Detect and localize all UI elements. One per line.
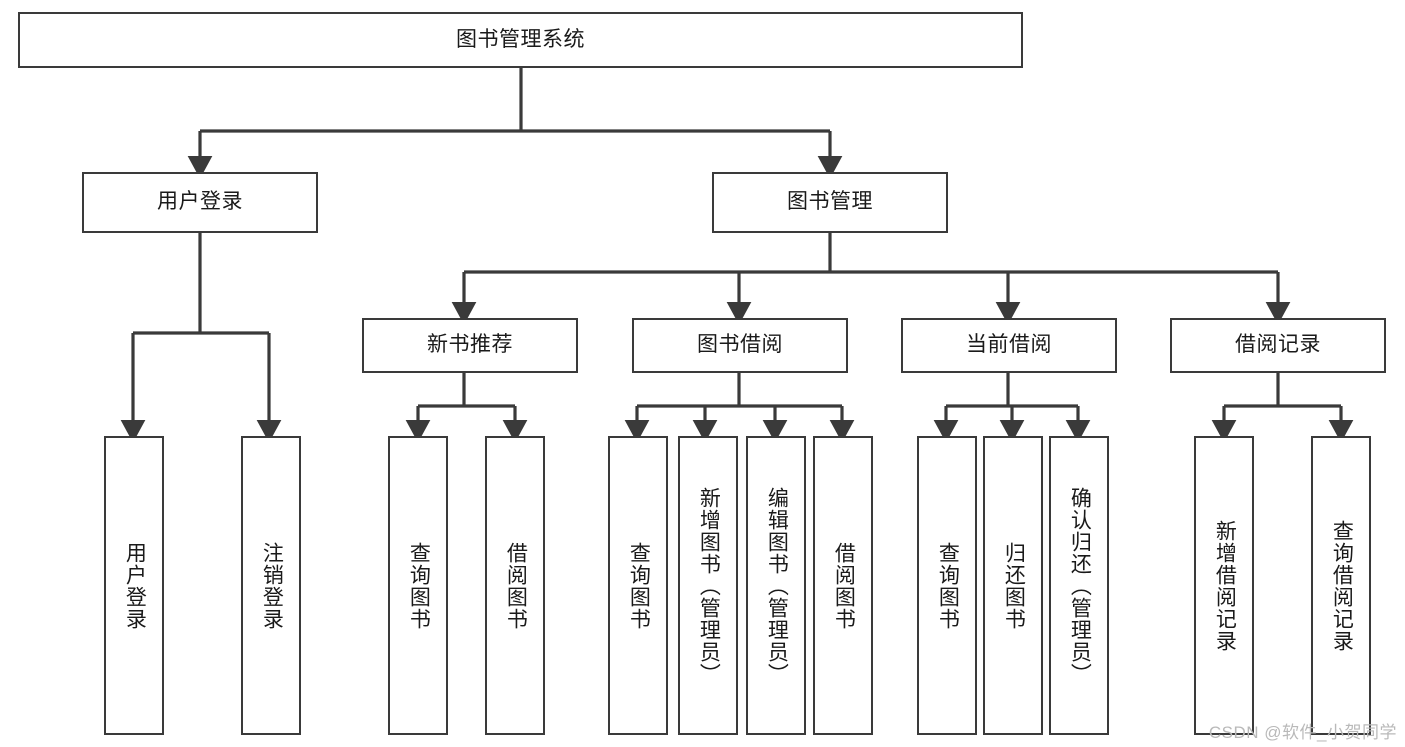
node-root-book-management-system[interactable]: 图书管理系统 [18,12,1023,68]
node-label: 借阅记录 [1235,333,1321,357]
node-label: 新增借阅记录 [1213,519,1237,652]
node-book-manage[interactable]: 图书管理 [712,172,948,233]
node-label: 图书管理 [787,190,873,214]
node-label: 借阅图书 [832,541,856,630]
node-label: 图书借阅 [697,333,783,357]
node-label: 归还图书 [1002,541,1026,630]
node-label: 注销登录 [260,541,284,630]
leaf-return-book[interactable]: 归还图书 [983,436,1043,735]
node-borrow-record[interactable]: 借阅记录 [1170,318,1386,373]
leaf-query-book-current[interactable]: 查询图书 [917,436,977,735]
node-label: 新书推荐 [427,333,513,357]
node-label: 借阅图书 [504,541,528,630]
leaf-edit-book-admin[interactable]: 编辑图书（管理员） [746,436,806,735]
node-label: 用户登录 [123,541,147,630]
leaf-confirm-return-admin[interactable]: 确认归还（管理员） [1049,436,1109,735]
node-label: 新增图书（管理员） [697,486,721,685]
node-label: 查询图书 [627,541,651,630]
csdn-watermark: CSDN @软件_小贺同学 [1208,723,1397,742]
leaf-query-borrow-record[interactable]: 查询借阅记录 [1311,436,1371,735]
leaf-borrow-book-recommend[interactable]: 借阅图书 [485,436,545,735]
node-new-book-recommend[interactable]: 新书推荐 [362,318,578,373]
node-label: 查询借阅记录 [1330,519,1354,652]
leaf-add-book-admin[interactable]: 新增图书（管理员） [678,436,738,735]
node-label: 用户登录 [157,190,243,214]
leaf-user-login[interactable]: 用户登录 [104,436,164,735]
node-label: 图书管理系统 [456,27,585,51]
node-book-borrow[interactable]: 图书借阅 [632,318,848,373]
leaf-user-logout[interactable]: 注销登录 [241,436,301,735]
node-user-login[interactable]: 用户登录 [82,172,318,233]
node-label: 编辑图书（管理员） [765,486,789,685]
node-label: 确认归还（管理员） [1068,486,1092,685]
leaf-query-book-recommend[interactable]: 查询图书 [388,436,448,735]
leaf-borrow-book-borrow[interactable]: 借阅图书 [813,436,873,735]
node-label: 查询图书 [936,541,960,630]
node-current-borrow[interactable]: 当前借阅 [901,318,1117,373]
node-label: 当前借阅 [966,333,1052,357]
leaf-query-book-borrow[interactable]: 查询图书 [608,436,668,735]
node-label: 查询图书 [407,541,431,630]
leaf-add-borrow-record[interactable]: 新增借阅记录 [1194,436,1254,735]
